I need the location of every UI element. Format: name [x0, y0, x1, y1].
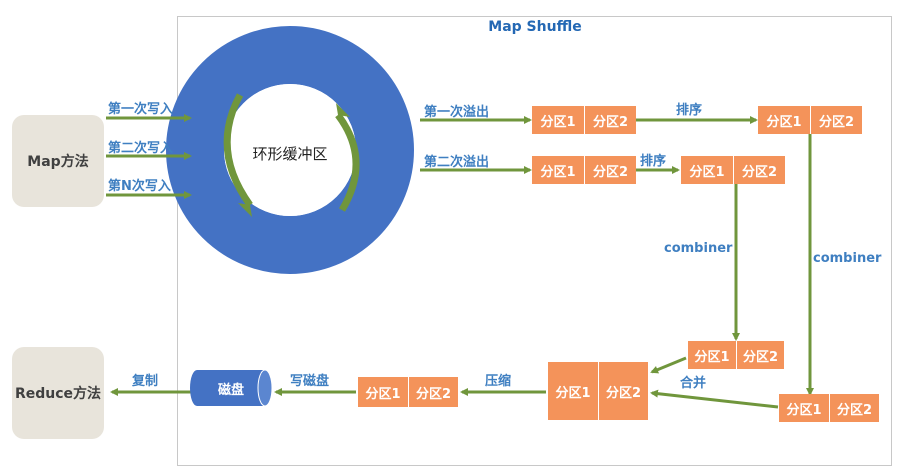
map-shuffle-frame [177, 16, 892, 466]
write-label-n: 第N次写入 [108, 179, 171, 194]
partition-pair-merged: 分区1 分区2 [548, 362, 648, 420]
partition-2-cell: 分区2 [829, 394, 879, 422]
partition-1-cell: 分区1 [532, 106, 584, 134]
combiner-label-1: combiner [664, 241, 733, 256]
partition-pair-spill-1: 分区1 分区2 [532, 106, 636, 134]
partition-2-cell: 分区2 [598, 362, 648, 420]
write-label-2: 第二次写入 [108, 141, 174, 156]
diagram-title: Map Shuffle [488, 19, 582, 35]
merge-arrow-1 [650, 356, 687, 374]
partition-2-cell: 分区2 [736, 341, 784, 369]
partition-1-cell: 分区1 [758, 106, 810, 134]
reduce-method-box: Reduce方法 [12, 347, 104, 439]
partition-1-cell: 分区1 [358, 377, 408, 407]
map-method-box: Map方法 [12, 115, 104, 207]
partition-2-cell: 分区2 [810, 106, 862, 134]
sort-label-2: 排序 [640, 154, 667, 169]
partition-1-cell: 分区1 [681, 156, 733, 184]
partition-1-cell: 分区1 [779, 394, 829, 422]
partition-1-cell: 分区1 [548, 362, 598, 420]
partition-2-cell: 分区2 [584, 106, 636, 134]
copy-label: 复制 [132, 374, 159, 389]
merge-arrow-2 [650, 389, 779, 409]
partition-pair-combined-1: 分区1 分区2 [688, 341, 784, 369]
partition-pair-sorted-1: 分区1 分区2 [758, 106, 862, 134]
write-label-1: 第一次写入 [108, 102, 174, 117]
partition-pair-spill-2: 分区1 分区2 [532, 156, 636, 184]
ring-buffer [166, 26, 414, 274]
partition-2-cell: 分区2 [408, 377, 458, 407]
combiner-label-2: combiner [813, 251, 882, 266]
merge-label: 合并 [680, 376, 707, 391]
partition-1-cell: 分区1 [688, 341, 736, 369]
spill-label-1: 第一次溢出 [424, 105, 490, 120]
compress-label: 压缩 [485, 374, 512, 389]
partition-2-cell: 分区2 [733, 156, 785, 184]
spill-label-2: 第二次溢出 [424, 155, 490, 170]
partition-pair-combined-2: 分区1 分区2 [779, 394, 879, 422]
write-disk-label: 写磁盘 [290, 374, 330, 389]
map-method-label: Map方法 [27, 154, 89, 170]
disk-cylinder [190, 369, 273, 407]
ring-rotation-arrows [223, 93, 360, 217]
partition-1-cell: 分区1 [532, 156, 584, 184]
disk-label: 磁盘 [217, 382, 244, 398]
ring-buffer-label: 环形缓冲区 [252, 145, 328, 163]
sort-label-1: 排序 [676, 103, 703, 118]
reduce-method-label: Reduce方法 [14, 386, 102, 402]
partition-pair-sorted-2: 分区1 分区2 [681, 156, 785, 184]
partition-2-cell: 分区2 [584, 156, 636, 184]
partition-pair-compressed: 分区1 分区2 [358, 377, 458, 407]
